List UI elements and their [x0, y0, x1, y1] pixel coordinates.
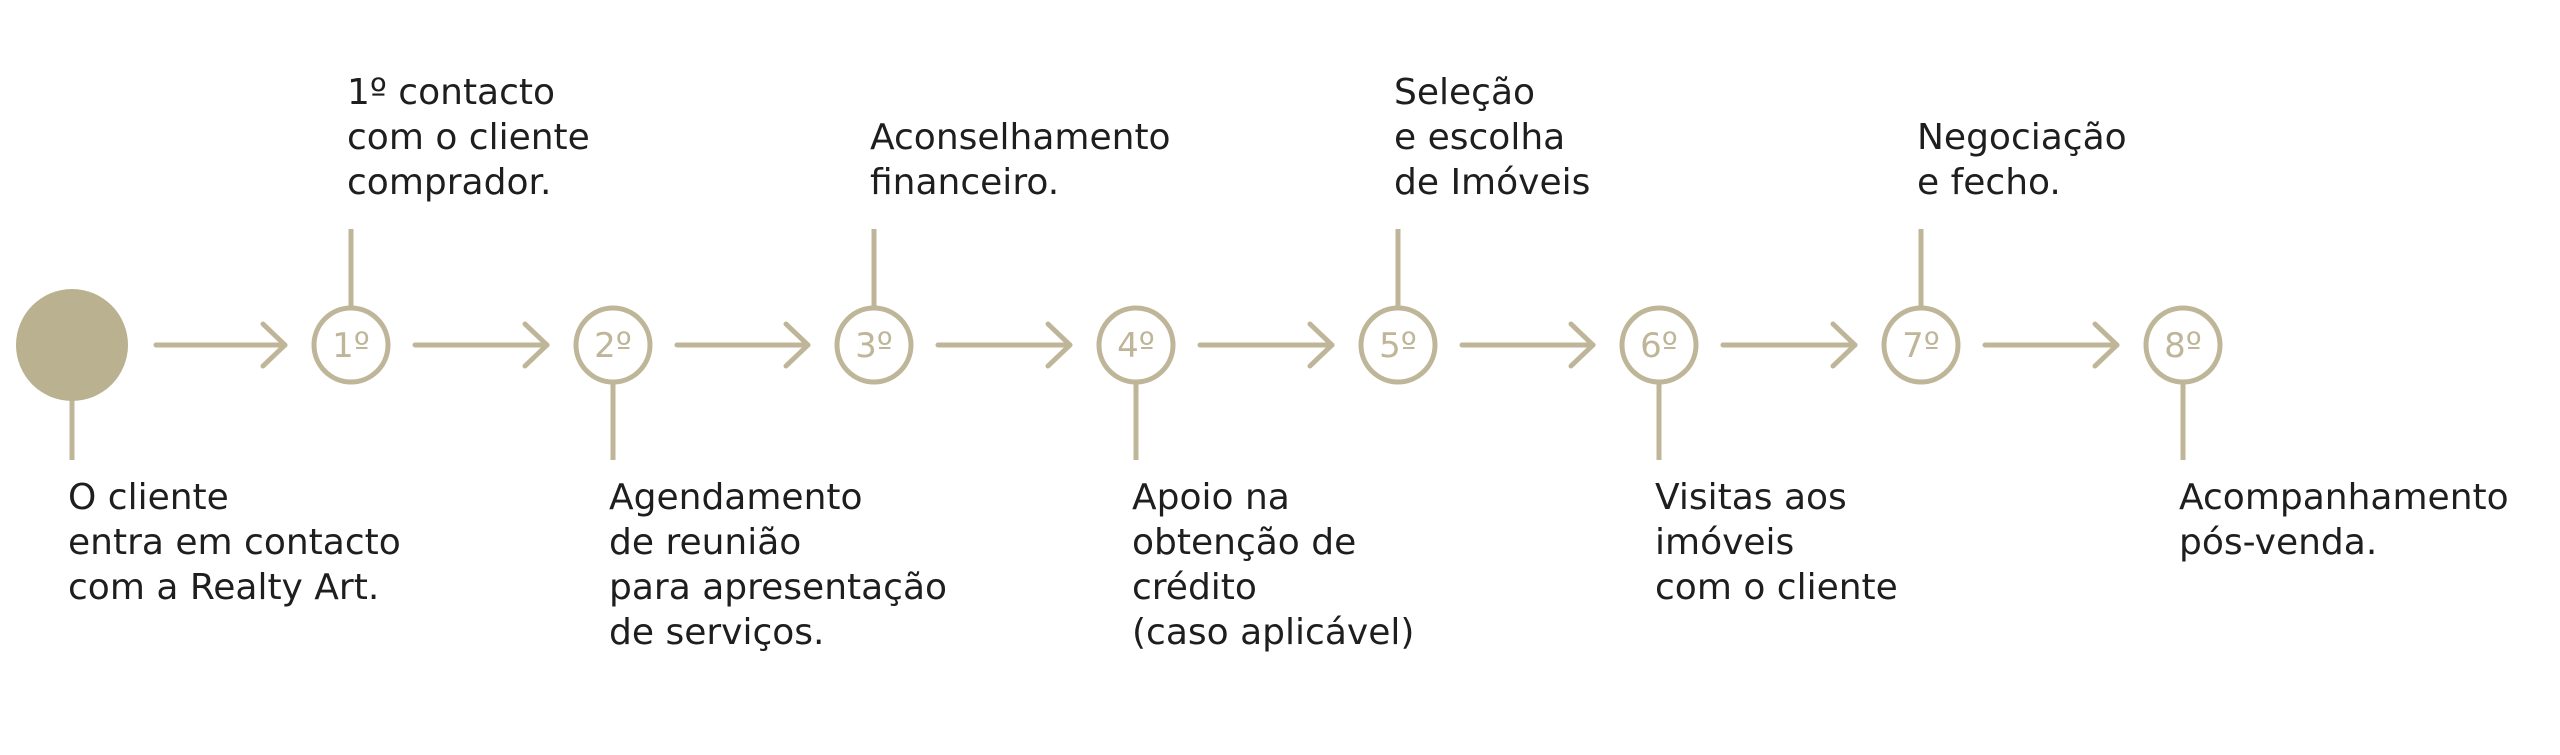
step-number: 7º [1902, 326, 1940, 366]
step-number: 1º [332, 326, 370, 366]
arrow-icon [2092, 321, 2120, 369]
step-label-line: de serviços. [609, 612, 824, 653]
step-label-line: e fecho. [1917, 162, 2061, 203]
arrow-icon [1307, 321, 1335, 369]
start-node [16, 289, 128, 401]
step-number: 5º [1379, 326, 1417, 366]
step-node [1619, 305, 1699, 385]
step-node [834, 305, 914, 385]
step-label-line: Visitas aos [1655, 477, 1847, 518]
step-label-line: Aconselhamento [870, 117, 1171, 158]
step-node [573, 305, 653, 385]
arrow-icon [1045, 321, 1073, 369]
arrow-icon [260, 321, 288, 369]
step-label-line: com o cliente [347, 117, 590, 158]
step-label-line: comprador. [347, 162, 551, 203]
step-label-line: crédito [1132, 567, 1257, 608]
step-label-line: Acompanhamento [2179, 477, 2509, 518]
arrow-icon [1830, 321, 1858, 369]
step-label-line: O cliente [68, 477, 229, 518]
step-label-line: Agendamento [609, 477, 863, 518]
step-node [311, 305, 391, 385]
step-label-line: Negociação [1917, 117, 2127, 158]
step-label-line: de reunião [609, 522, 801, 563]
step-label-line: financeiro. [870, 162, 1059, 203]
step-label-line: obtenção de [1132, 522, 1356, 563]
step-label-line: de Imóveis [1394, 162, 1590, 203]
step-label-line: Apoio na [1132, 477, 1290, 518]
step-number: 6º [1640, 326, 1678, 366]
arrow-icon [1568, 321, 1596, 369]
step-label-line: pós-venda. [2179, 522, 2377, 563]
step-label-line: entra em contacto [68, 522, 401, 563]
step-label-line: (caso aplicável) [1132, 612, 1414, 653]
step-number: 2º [594, 326, 632, 366]
step-node [1358, 305, 1438, 385]
arrow-icon [783, 321, 811, 369]
step-label-line: com a Realty Art. [68, 567, 379, 608]
step-label-line: Seleção [1394, 72, 1535, 113]
step-label-line: para apresentação [609, 567, 947, 608]
arrow-icon [522, 321, 550, 369]
step-node [1096, 305, 1176, 385]
step-label-line: imóveis [1655, 522, 1794, 563]
step-label-line: com o cliente [1655, 567, 1898, 608]
step-label-line: e escolha [1394, 117, 1565, 158]
step-number: 8º [2164, 326, 2202, 366]
step-label-line: 1º contacto [347, 72, 555, 113]
step-number: 3º [855, 326, 893, 366]
step-number: 4º [1117, 326, 1155, 366]
step-node [1881, 305, 1961, 385]
step-node [2143, 305, 2223, 385]
